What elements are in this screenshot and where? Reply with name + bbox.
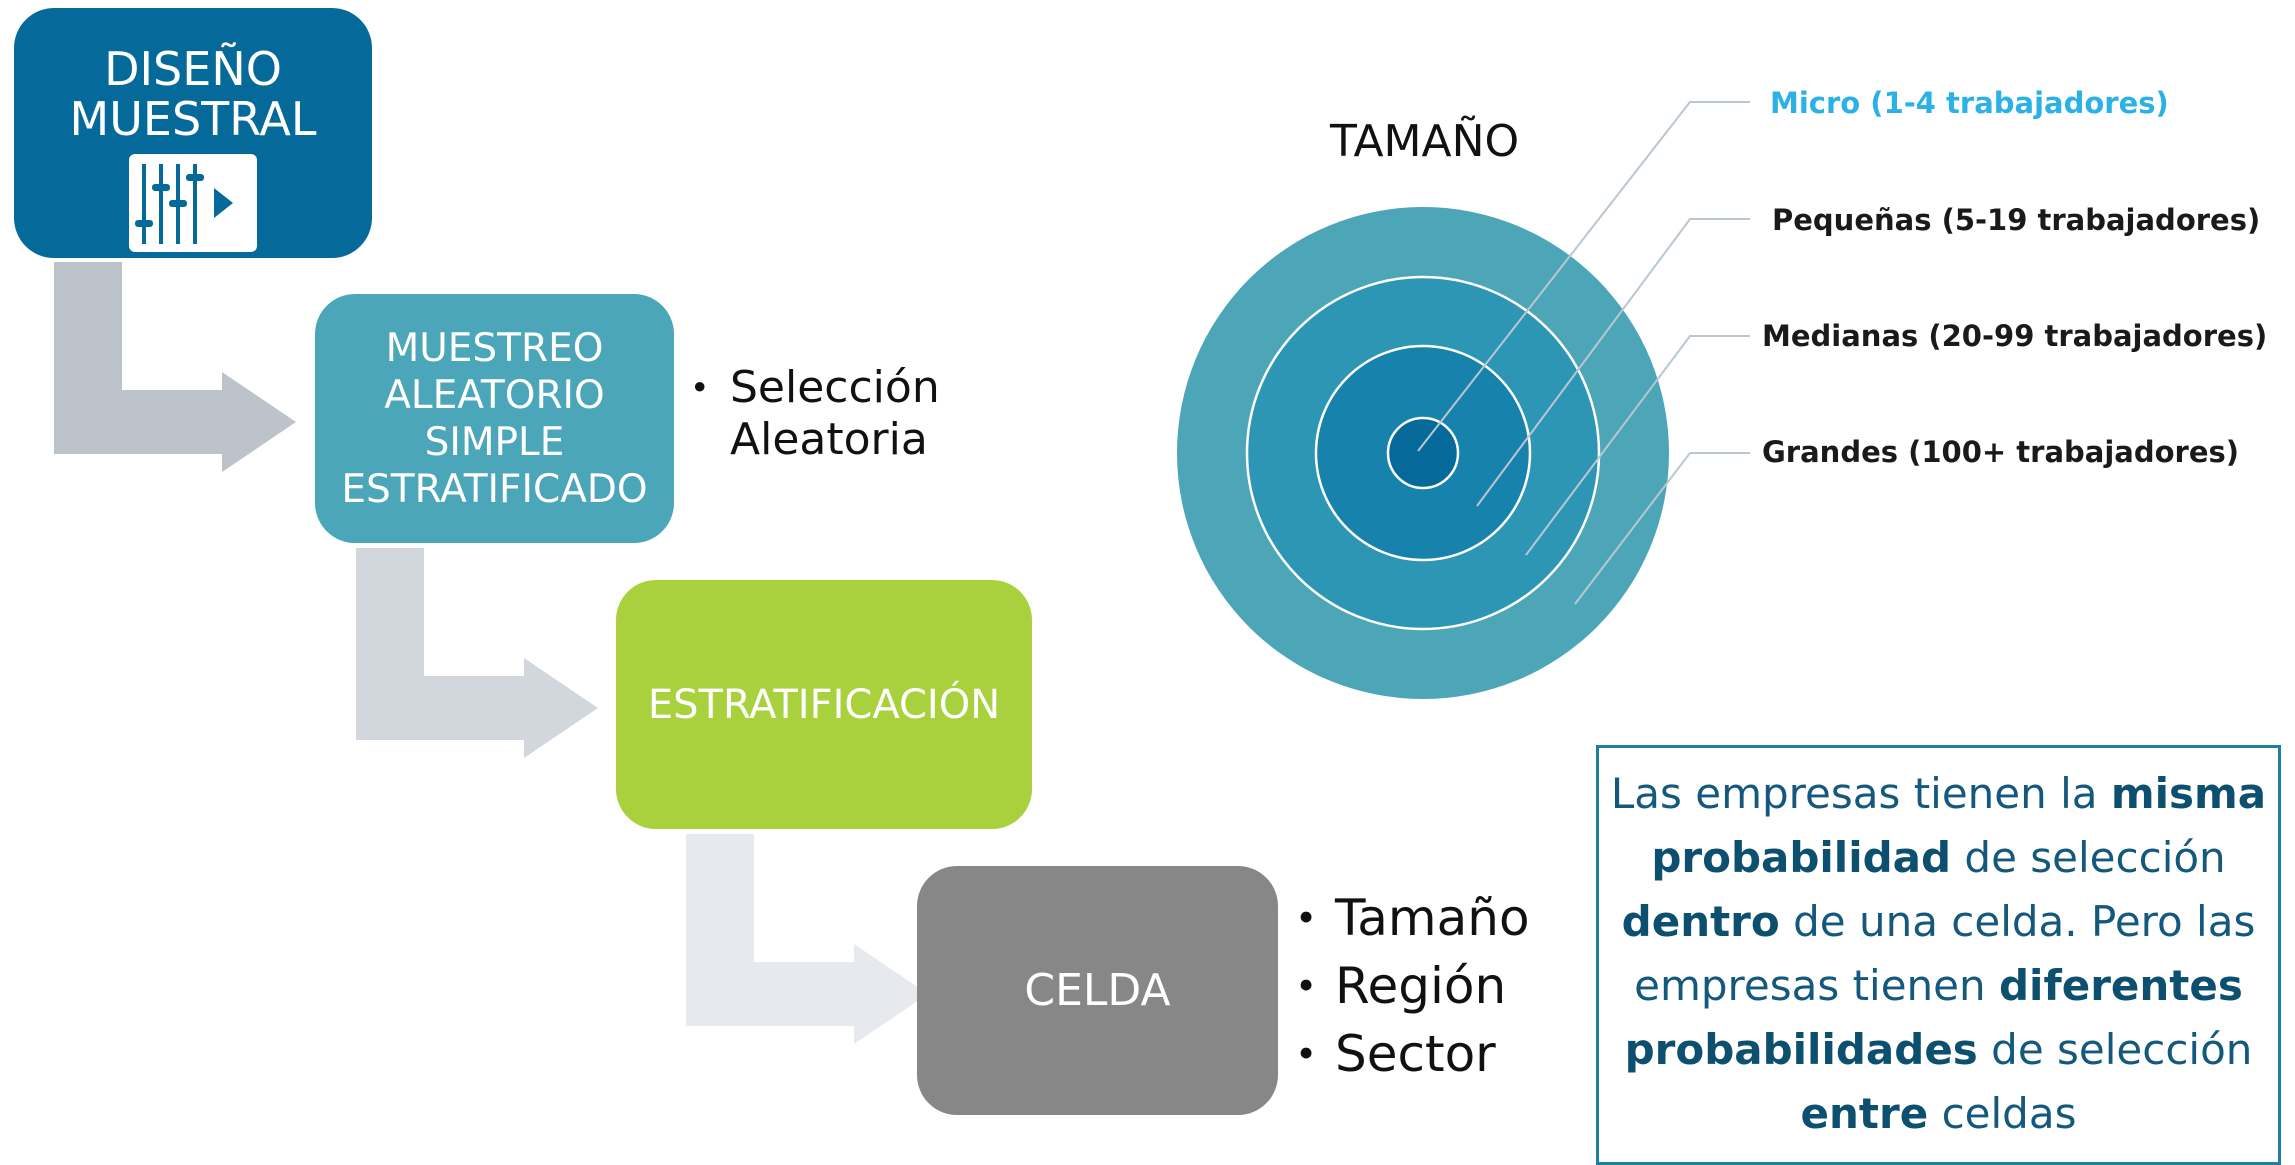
note-part-bold: diferentes probabilidades: [1624, 961, 2243, 1074]
seleccion-bullet: Selección Aleatoria: [690, 362, 940, 466]
leader-micro: [1417, 101, 1750, 452]
label-medianas: Medianas (20-99 trabajadores): [1762, 319, 2268, 353]
seleccion-bullet-list: Selección Aleatoria: [690, 362, 940, 466]
note-part-bold: entre: [1800, 1089, 1929, 1138]
note-part-bold: misma probabilidad: [1651, 769, 2267, 882]
diseno-muestral-box: DISEÑO MUESTRAL: [14, 8, 372, 258]
label-grandes: Grandes (100+ trabajadores): [1762, 435, 2240, 469]
celda-bullet-tamano: Tamaño: [1295, 884, 1530, 952]
note-part: Las empresas tienen la: [1610, 769, 2111, 818]
label-pequenas: Pequeñas (5-19 trabajadores): [1772, 203, 2261, 237]
muestreo-line-2: ALEATORIO: [384, 372, 605, 418]
note-part: de selección: [1951, 833, 2226, 882]
ring-micro: [1386, 416, 1460, 490]
probability-note: Las empresas tienen la misma probabilida…: [1596, 745, 2281, 1165]
muestreo-line-1: MUESTREO: [385, 325, 604, 371]
seleccion-line-2: Aleatoria: [730, 414, 928, 465]
arrow-1: [54, 262, 296, 472]
note-part: de selección: [1977, 1025, 2253, 1074]
tamano-title: TAMAÑO: [1330, 116, 1520, 167]
celda-label: CELDA: [1024, 965, 1171, 1016]
diseno-line-1: DISEÑO: [104, 42, 282, 96]
celda-bullet-sector: Sector: [1295, 1020, 1530, 1088]
estratificacion-box: ESTRATIFICACIÓN: [616, 580, 1032, 829]
estratificacion-label: ESTRATIFICACIÓN: [647, 681, 1001, 728]
celda-bullet-list: Tamaño Región Sector: [1295, 884, 1530, 1088]
arrow-2: [356, 548, 598, 758]
celda-box: CELDA: [917, 866, 1278, 1115]
celda-bullet-region: Región: [1295, 952, 1530, 1020]
sliders-icon: [129, 154, 257, 252]
note-part-bold: dentro: [1621, 897, 1780, 946]
arrow-3: [686, 834, 928, 1044]
note-part: celdas: [1928, 1089, 2077, 1138]
note-part: de una celda. Pero las empresas tienen: [1634, 897, 2256, 1010]
muestreo-box: MUESTREO ALEATORIO SIMPLE ESTRATIFICADO: [315, 294, 674, 543]
muestreo-line-4: ESTRATIFICADO: [341, 466, 648, 512]
seleccion-line-1: Selección: [730, 362, 940, 413]
leader-pequenas: [1476, 218, 1750, 507]
leader-grandes: [1574, 452, 1750, 605]
leader-medianas: [1525, 335, 1750, 556]
diseno-line-2: MUESTRAL: [69, 92, 317, 146]
label-micro: Micro (1-4 trabajadores): [1770, 86, 2169, 120]
muestreo-line-3: SIMPLE: [424, 419, 565, 465]
